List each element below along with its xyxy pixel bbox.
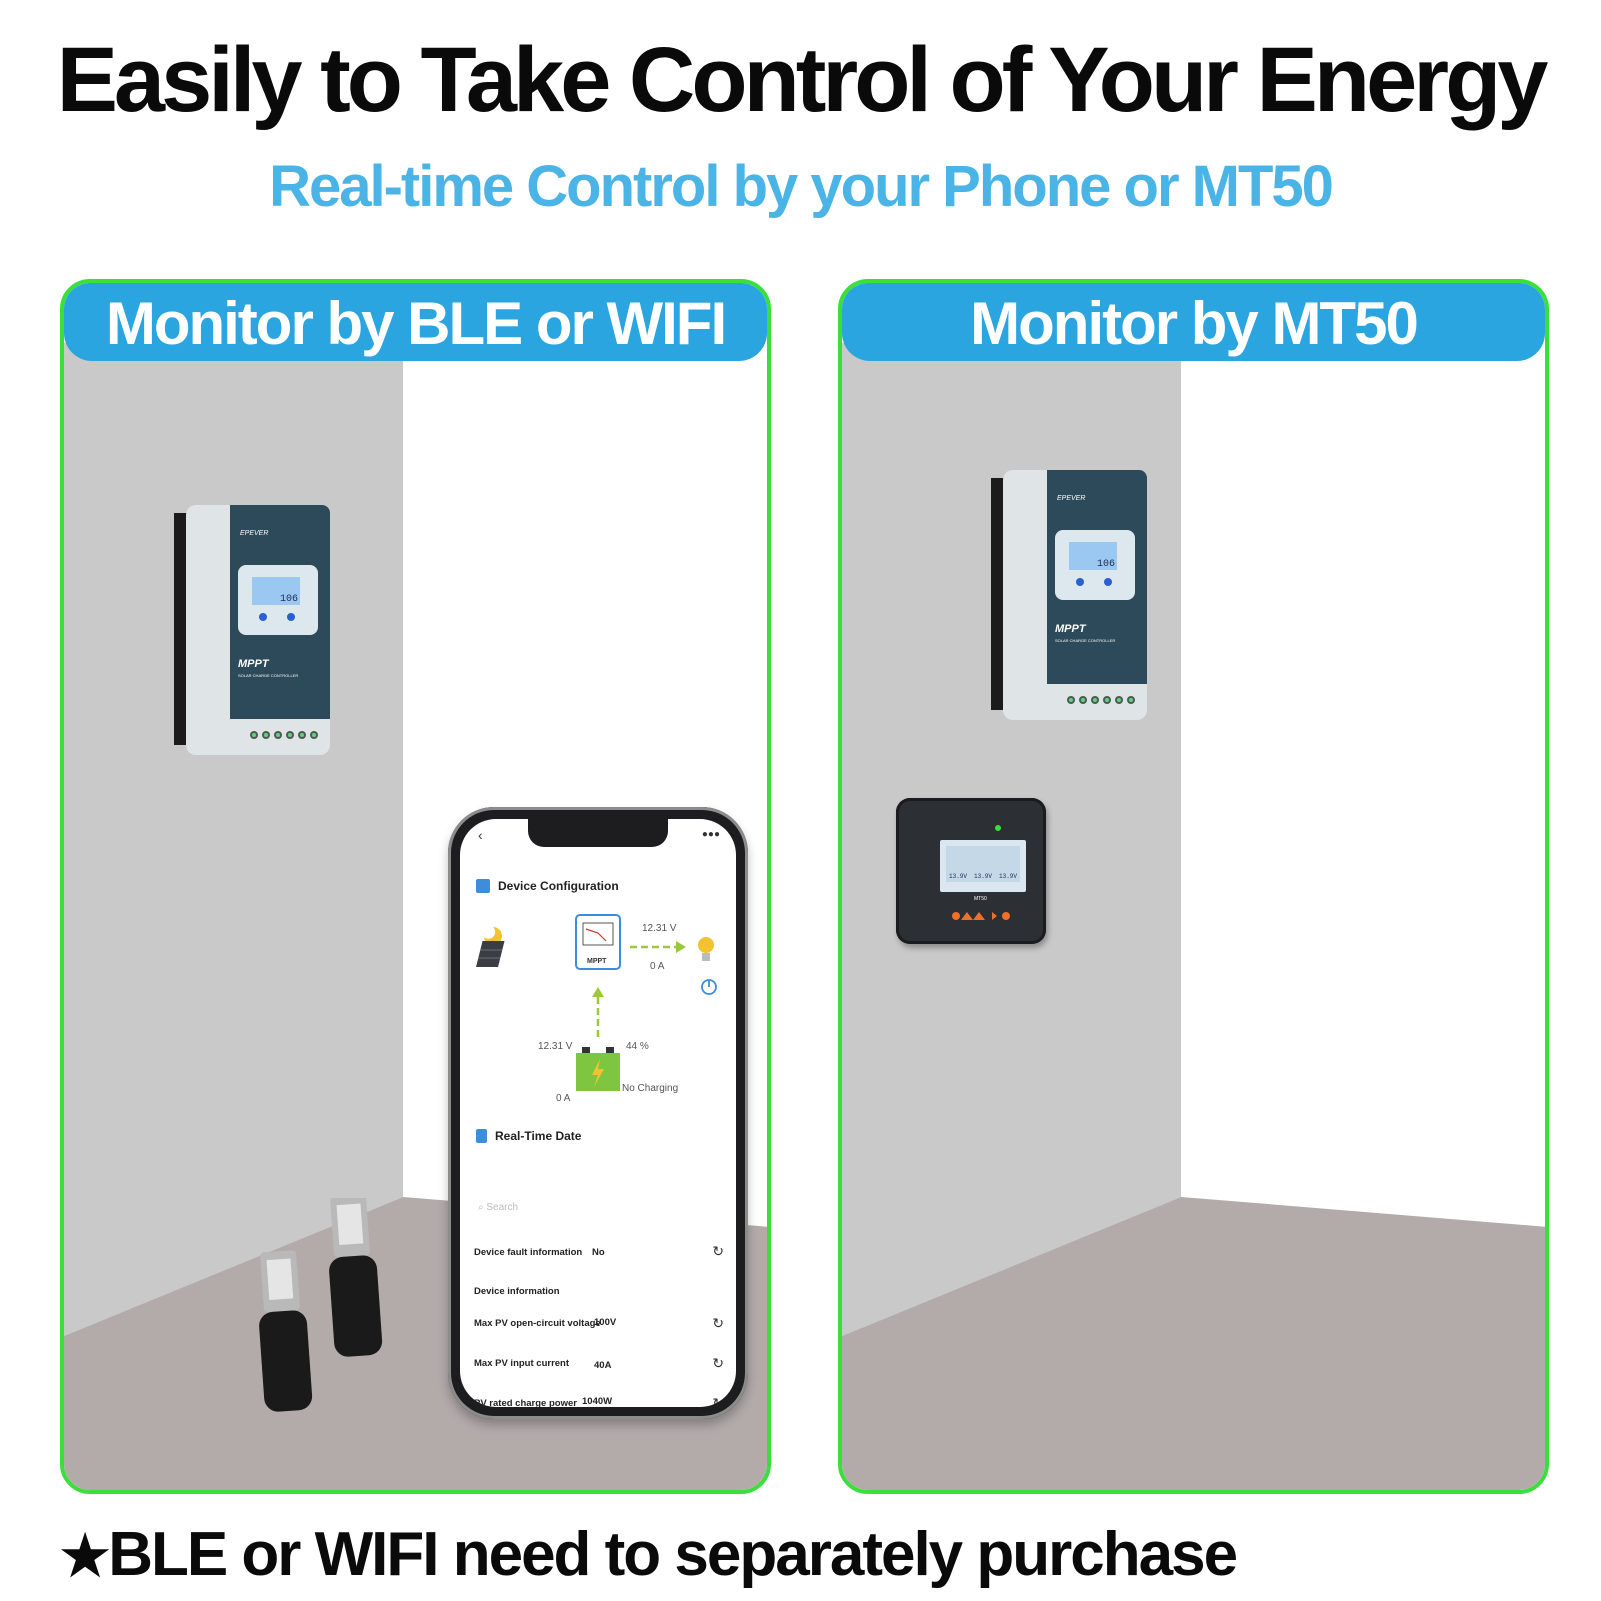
mt50-model-label: MT50 [974, 896, 987, 902]
headline: Easily to Take Control of Your Energy [56, 29, 1549, 131]
charge-state: No Charging [622, 1083, 679, 1094]
row-value: 1040W [582, 1396, 613, 1407]
mt50-buttons [952, 912, 1010, 920]
back-button[interactable]: ‹ [478, 827, 483, 843]
brand-logo: EPEVER [1057, 495, 1085, 502]
row-value: No [592, 1247, 605, 1258]
panel-title: Monitor by BLE or WIFI [64, 283, 767, 361]
ble-wifi-dongle-icon [259, 1198, 383, 1412]
lcd-readout: 106 [280, 594, 298, 605]
brand-logo: EPEVER [240, 530, 268, 537]
mppt-label: MPPT [587, 958, 607, 965]
solar-charge-controller: EPEVER 106 MPPT SOLAR CHARGE CONTROLLER [991, 470, 1147, 720]
bulb-icon [698, 937, 714, 961]
battery-soc: 44 % [626, 1041, 649, 1052]
solar-panel-icon [476, 927, 505, 967]
smartphone: ‹ ●●● Device Configuration MPPT [448, 807, 748, 1419]
config-icon [476, 879, 490, 893]
star-icon: ★ [60, 1524, 110, 1587]
energy-flow-diagram: MPPT 12.31 V 0 A [476, 914, 717, 1104]
refresh-icon[interactable]: ↻ [712, 1355, 724, 1371]
battery-status-icon: ●●● [701, 829, 720, 840]
solar-charge-controller: EPEVER 106 MPPT SOLAR CHARGE CONTROLLER [174, 505, 330, 755]
model-label: MPPT [1055, 623, 1087, 635]
refresh-icon[interactable]: ↻ [712, 1315, 724, 1331]
row-value: 100V [594, 1317, 617, 1328]
model-subtitle: SOLAR CHARGE CONTROLLER [1055, 638, 1115, 643]
mt50-reading: 13.9V [999, 873, 1017, 880]
panel-ble-wifi: Monitor by BLE or WIFI EPEVER 106 MPPT S… [60, 279, 771, 1494]
row-label: Max PV open-circuit voltage [474, 1318, 601, 1329]
panel-mt50: Monitor by MT50 EPEVER 106 MPPT SOLAR CH… [838, 279, 1549, 1494]
row-value: 40A [594, 1360, 612, 1371]
status-led [995, 825, 1001, 831]
phone-screen: ‹ ●●● Device Configuration MPPT [460, 819, 736, 1407]
refresh-icon[interactable]: ↻ [712, 1395, 724, 1407]
battery-icon [576, 1047, 620, 1091]
footnote: ★BLE or WIFI need to separately purchase [60, 1520, 1238, 1589]
mt50-remote-meter: 13.9V 13.9V 13.9V MT50 [896, 798, 1046, 944]
document-icon [476, 1129, 487, 1143]
realtime-data-title: Real-Time Date [476, 1129, 581, 1143]
model-subtitle: SOLAR CHARGE CONTROLLER [238, 673, 298, 678]
model-label: MPPT [238, 658, 270, 670]
load-voltage: 12.31 V [642, 923, 677, 934]
lcd-readout: 106 [1097, 559, 1115, 570]
battery-current: 0 A [556, 1093, 571, 1104]
refresh-icon[interactable]: ↻ [712, 1243, 724, 1259]
device-configuration-title: Device Configuration [476, 879, 619, 893]
search-input[interactable]: ⌕ Search [478, 1202, 519, 1213]
load-current: 0 A [650, 961, 665, 972]
subheadline: Real-time Control by your Phone or MT50 [269, 154, 1334, 219]
row-label: PV rated charge power [474, 1398, 577, 1407]
row-label: Device information [474, 1286, 560, 1297]
battery-voltage: 12.31 V [538, 1041, 573, 1052]
mt50-reading: 13.9V [949, 873, 967, 880]
phone-notch [528, 819, 668, 847]
row-label: Device fault information [474, 1247, 583, 1258]
row-label: Max PV input current [474, 1358, 570, 1369]
panel-title: Monitor by MT50 [842, 283, 1545, 361]
mt50-reading: 13.9V [974, 873, 992, 880]
